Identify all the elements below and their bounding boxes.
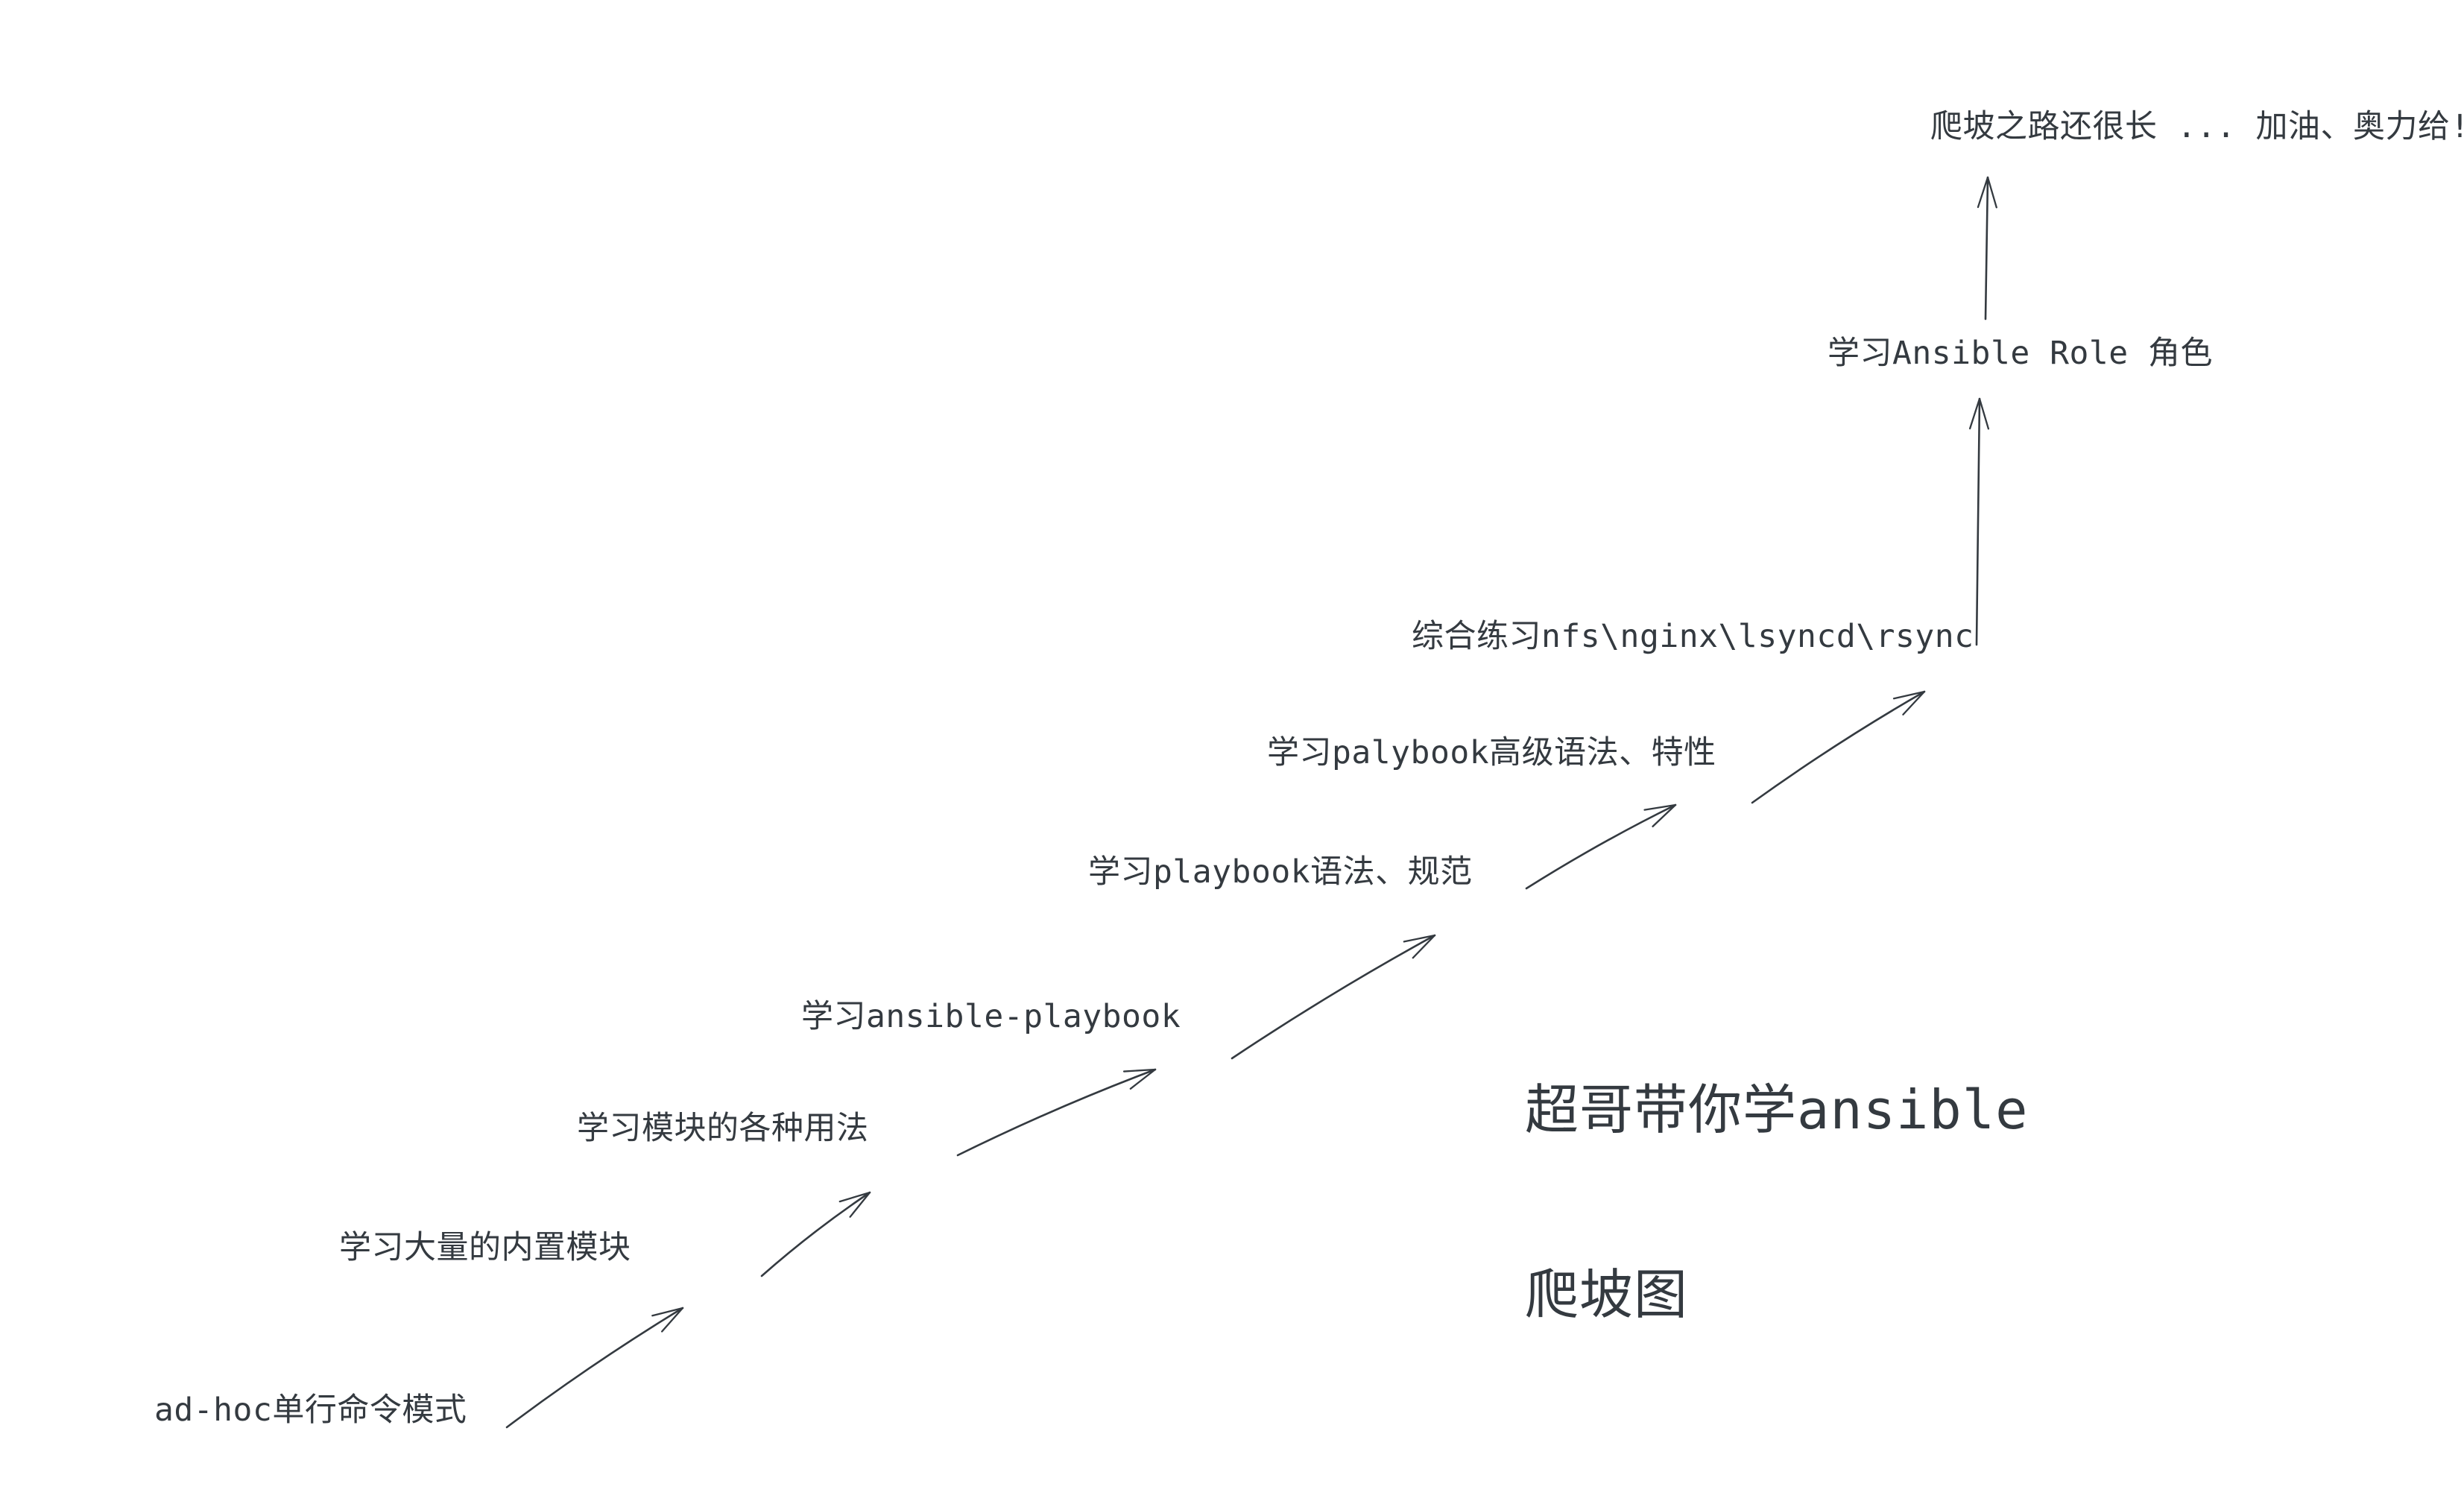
label-step-4-ansible-playbook: 学习ansible-playbook [801, 998, 1181, 1035]
label-step-5-playbook-syntax: 学习playbook语法、规范 [1088, 853, 1473, 891]
arrow-4 [1231, 934, 1436, 1060]
label-step-1-adhoc: ad-hoc单行命令模式 [154, 1391, 467, 1429]
arrow-7 [1968, 397, 1990, 646]
arrow-3 [956, 1068, 1157, 1157]
label-step-8-role: 学习Ansible Role 角色 [1828, 335, 2214, 372]
diagram-title: 超哥带你学ansible [1525, 1078, 2029, 1141]
label-step-6-playbook-advanced: 学习palybook高级语法、特性 [1267, 734, 1716, 771]
arrow-8 [1977, 176, 1997, 320]
arrow-1 [505, 1307, 684, 1429]
diagram-subtitle: 爬坡图 [1525, 1263, 1689, 1326]
label-step-7-practice: 综合练习nfs\nginx\lsyncd\rsync [1412, 618, 1974, 655]
arrow-5 [1525, 803, 1677, 890]
arrow-6 [1751, 690, 1926, 804]
label-goal: 爬坡之路还很长 ... 加油、奥力给!! [1930, 108, 2464, 145]
label-step-3-module-usage: 学习模块的各种用法 [577, 1110, 869, 1147]
arrow-2 [760, 1191, 871, 1277]
label-step-2-builtin: 学习大量的内置模块 [339, 1229, 631, 1266]
